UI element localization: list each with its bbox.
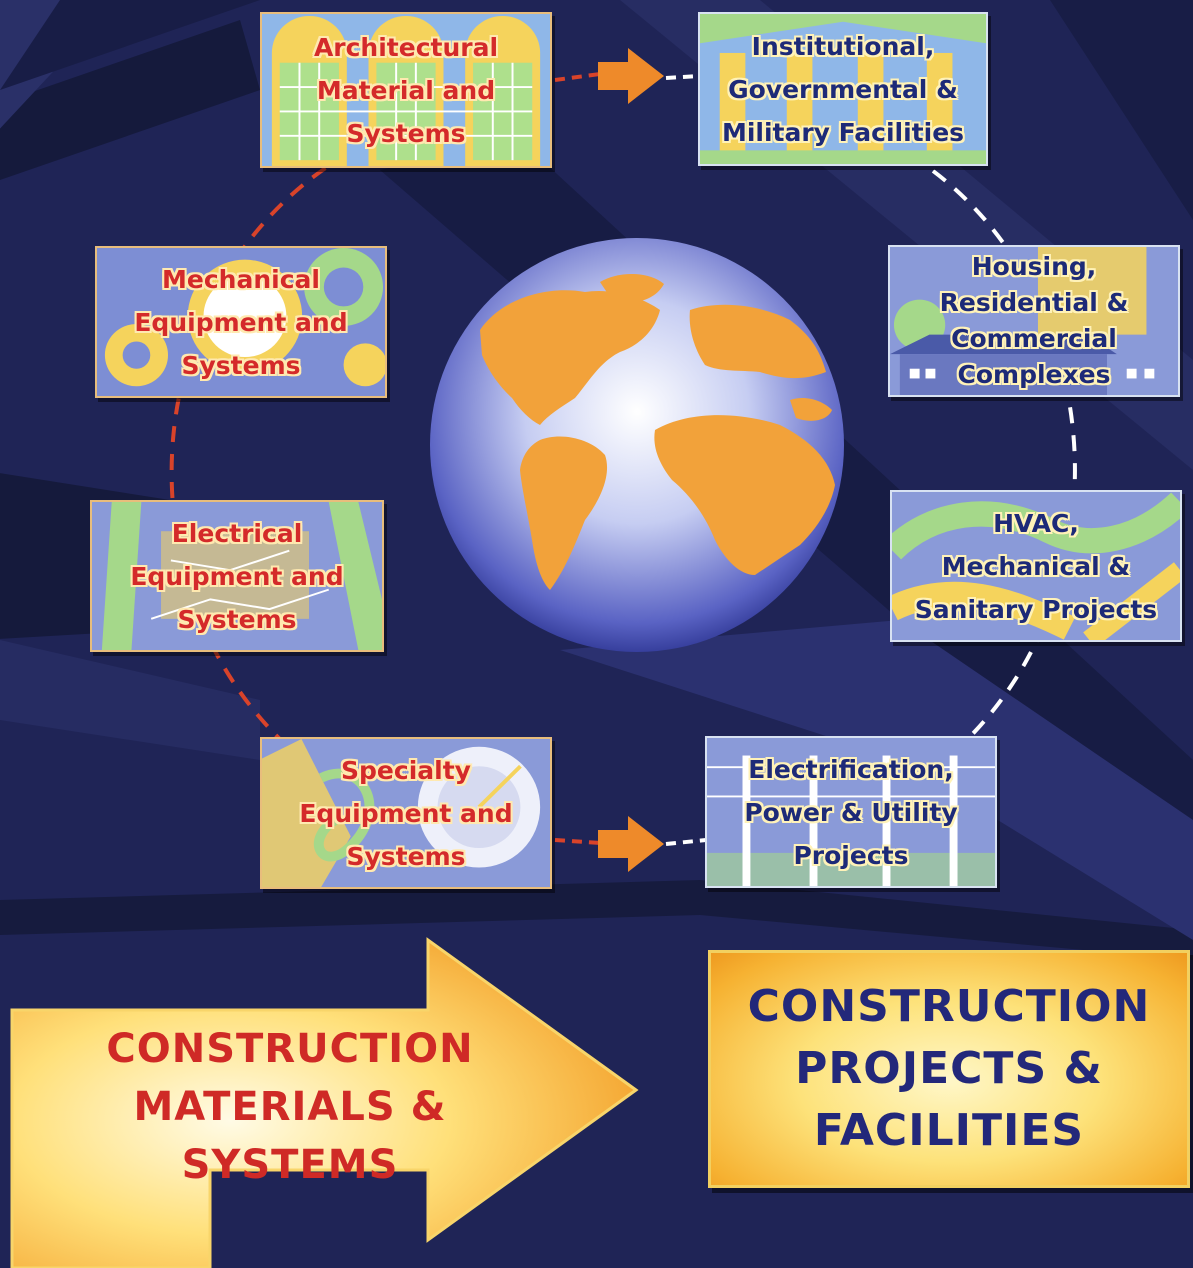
projects-banner: CONSTRUCTION PROJECTS & FACILITIES bbox=[708, 950, 1190, 1188]
label-line: Projects bbox=[793, 840, 909, 870]
label-line: Systems bbox=[346, 118, 466, 148]
materials-box-label: Mechanical Equipment and Systems bbox=[97, 248, 385, 396]
label-line: Equipment and bbox=[134, 307, 348, 337]
label-line: Commercial bbox=[951, 324, 1117, 353]
banner-line: CONSTRUCTION bbox=[747, 981, 1151, 1032]
arrow-right-icon bbox=[554, 816, 707, 872]
label-line: Electrification, bbox=[748, 754, 954, 784]
materials-dashed-arc bbox=[169, 128, 401, 782]
label-line: Specialty bbox=[341, 755, 471, 785]
materials-box-electrical: Electrical Equipment and Systems bbox=[90, 500, 384, 652]
label-line: Mechanical bbox=[162, 264, 320, 294]
circuit-board-icon bbox=[92, 502, 382, 650]
projects-box-label: Housing, Residential & Commercial Comple… bbox=[890, 247, 1178, 395]
projects-box-institutional: Institutional, Governmental & Military F… bbox=[698, 12, 988, 166]
projects-box-label: Institutional, Governmental & Military F… bbox=[700, 14, 986, 164]
gears-icon bbox=[97, 248, 385, 396]
banner-line: PROJECTS & bbox=[795, 1043, 1103, 1094]
label-line: Power & Utility bbox=[744, 797, 958, 827]
label-line: Systems bbox=[177, 604, 297, 634]
projects-box-electrification: Electrification, Power & Utility Project… bbox=[705, 736, 997, 888]
materials-box-specialty: Specialty Equipment and Systems bbox=[260, 737, 552, 889]
materials-box-architectural: Architectural Material and Systems bbox=[260, 12, 552, 168]
arrow-right-icon bbox=[554, 48, 701, 104]
label-line: HVAC, bbox=[993, 508, 1079, 538]
materials-box-label: Electrical Equipment and Systems bbox=[92, 502, 382, 650]
label-line: Institutional, bbox=[751, 31, 935, 61]
materials-arrow-icon bbox=[10, 937, 639, 1268]
label-line: Residential & bbox=[939, 288, 1129, 317]
label-line: Material and bbox=[316, 75, 496, 105]
label-line: Architectural bbox=[313, 32, 499, 62]
label-line: Electrical bbox=[171, 518, 303, 548]
columns-building-icon bbox=[700, 14, 986, 164]
houses-icon bbox=[890, 247, 1178, 395]
materials-box-label: Architectural Material and Systems bbox=[262, 14, 550, 166]
label-line: Sanitary Projects bbox=[914, 594, 1158, 624]
label-line: Equipment and bbox=[130, 561, 344, 591]
label-line: Mechanical & bbox=[941, 551, 1131, 581]
projects-box-housing: Housing, Residential & Commercial Comple… bbox=[888, 245, 1180, 397]
label-line: Governmental & bbox=[728, 74, 958, 104]
globe-icon bbox=[430, 238, 844, 652]
banner-line: MATERIALS & SYSTEMS bbox=[133, 1084, 447, 1188]
satellite-dish-icon bbox=[262, 739, 550, 887]
projects-box-label: Electrification, Power & Utility Project… bbox=[707, 738, 995, 886]
banner-line: CONSTRUCTION bbox=[106, 1026, 474, 1072]
materials-banner-text: CONSTRUCTION MATERIALS & SYSTEMS bbox=[20, 1020, 560, 1194]
projects-box-label: HVAC, Mechanical & Sanitary Projects bbox=[892, 492, 1180, 640]
materials-box-mechanical: Mechanical Equipment and Systems bbox=[95, 246, 387, 398]
label-line: Housing, bbox=[971, 252, 1097, 281]
power-lines-icon bbox=[707, 738, 995, 886]
label-line: Complexes bbox=[957, 360, 1111, 389]
label-line: Military Facilities bbox=[721, 117, 965, 147]
pipes-icon bbox=[892, 492, 1180, 640]
materials-box-label: Specialty Equipment and Systems bbox=[262, 739, 550, 887]
label-line: Equipment and bbox=[299, 798, 513, 828]
arched-windows-icon bbox=[262, 14, 550, 166]
banner-line: FACILITIES bbox=[813, 1105, 1085, 1156]
projects-box-hvac: HVAC, Mechanical & Sanitary Projects bbox=[890, 490, 1182, 642]
label-line: Systems bbox=[346, 841, 466, 871]
label-line: Systems bbox=[181, 350, 301, 380]
